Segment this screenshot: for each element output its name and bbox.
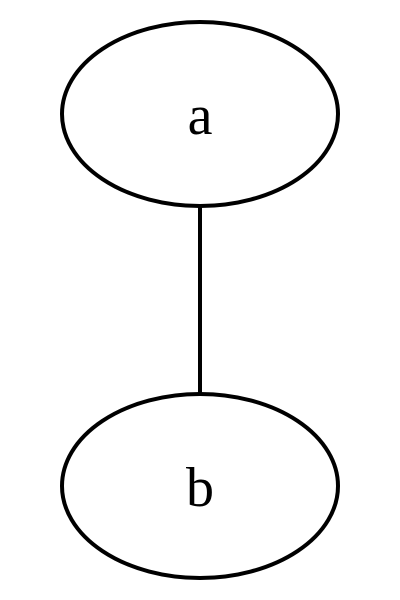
node-b-shape — [60, 392, 340, 580]
node-a-shape — [60, 20, 340, 208]
node-b-label: b — [186, 457, 214, 519]
node-b: b — [60, 392, 340, 580]
node-a: a — [60, 20, 340, 208]
node-a-label: a — [188, 85, 213, 147]
